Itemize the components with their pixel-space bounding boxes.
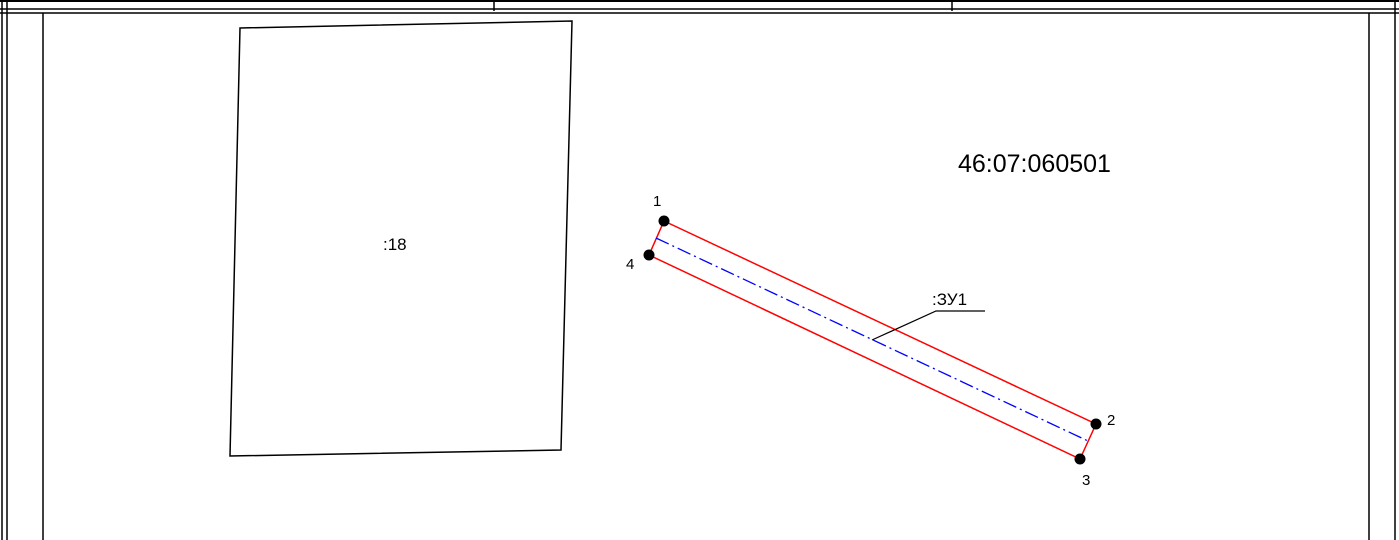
boundary-point-3-marker bbox=[1074, 453, 1086, 465]
boundary-point-1-label: 1 bbox=[653, 193, 661, 210]
boundary-point-2-marker bbox=[1090, 418, 1102, 430]
parcel-axis-line bbox=[655, 237, 1089, 442]
boundary-point-4-label: 4 bbox=[626, 256, 634, 273]
cadastral-block-number: 46:07:060501 bbox=[958, 150, 1111, 178]
boundary-point-2-label: 2 bbox=[1107, 412, 1115, 429]
existing-parcel-outline bbox=[229, 20, 573, 457]
new-parcel-leader-line bbox=[871, 310, 985, 341]
boundary-point-3-label: 3 bbox=[1082, 472, 1090, 489]
boundary-point-1-marker bbox=[658, 215, 670, 227]
existing-parcel-label: :18 bbox=[383, 235, 407, 254]
boundary-point-4-marker bbox=[643, 249, 655, 261]
new-parcel-label: :ЗУ1 bbox=[932, 290, 967, 309]
